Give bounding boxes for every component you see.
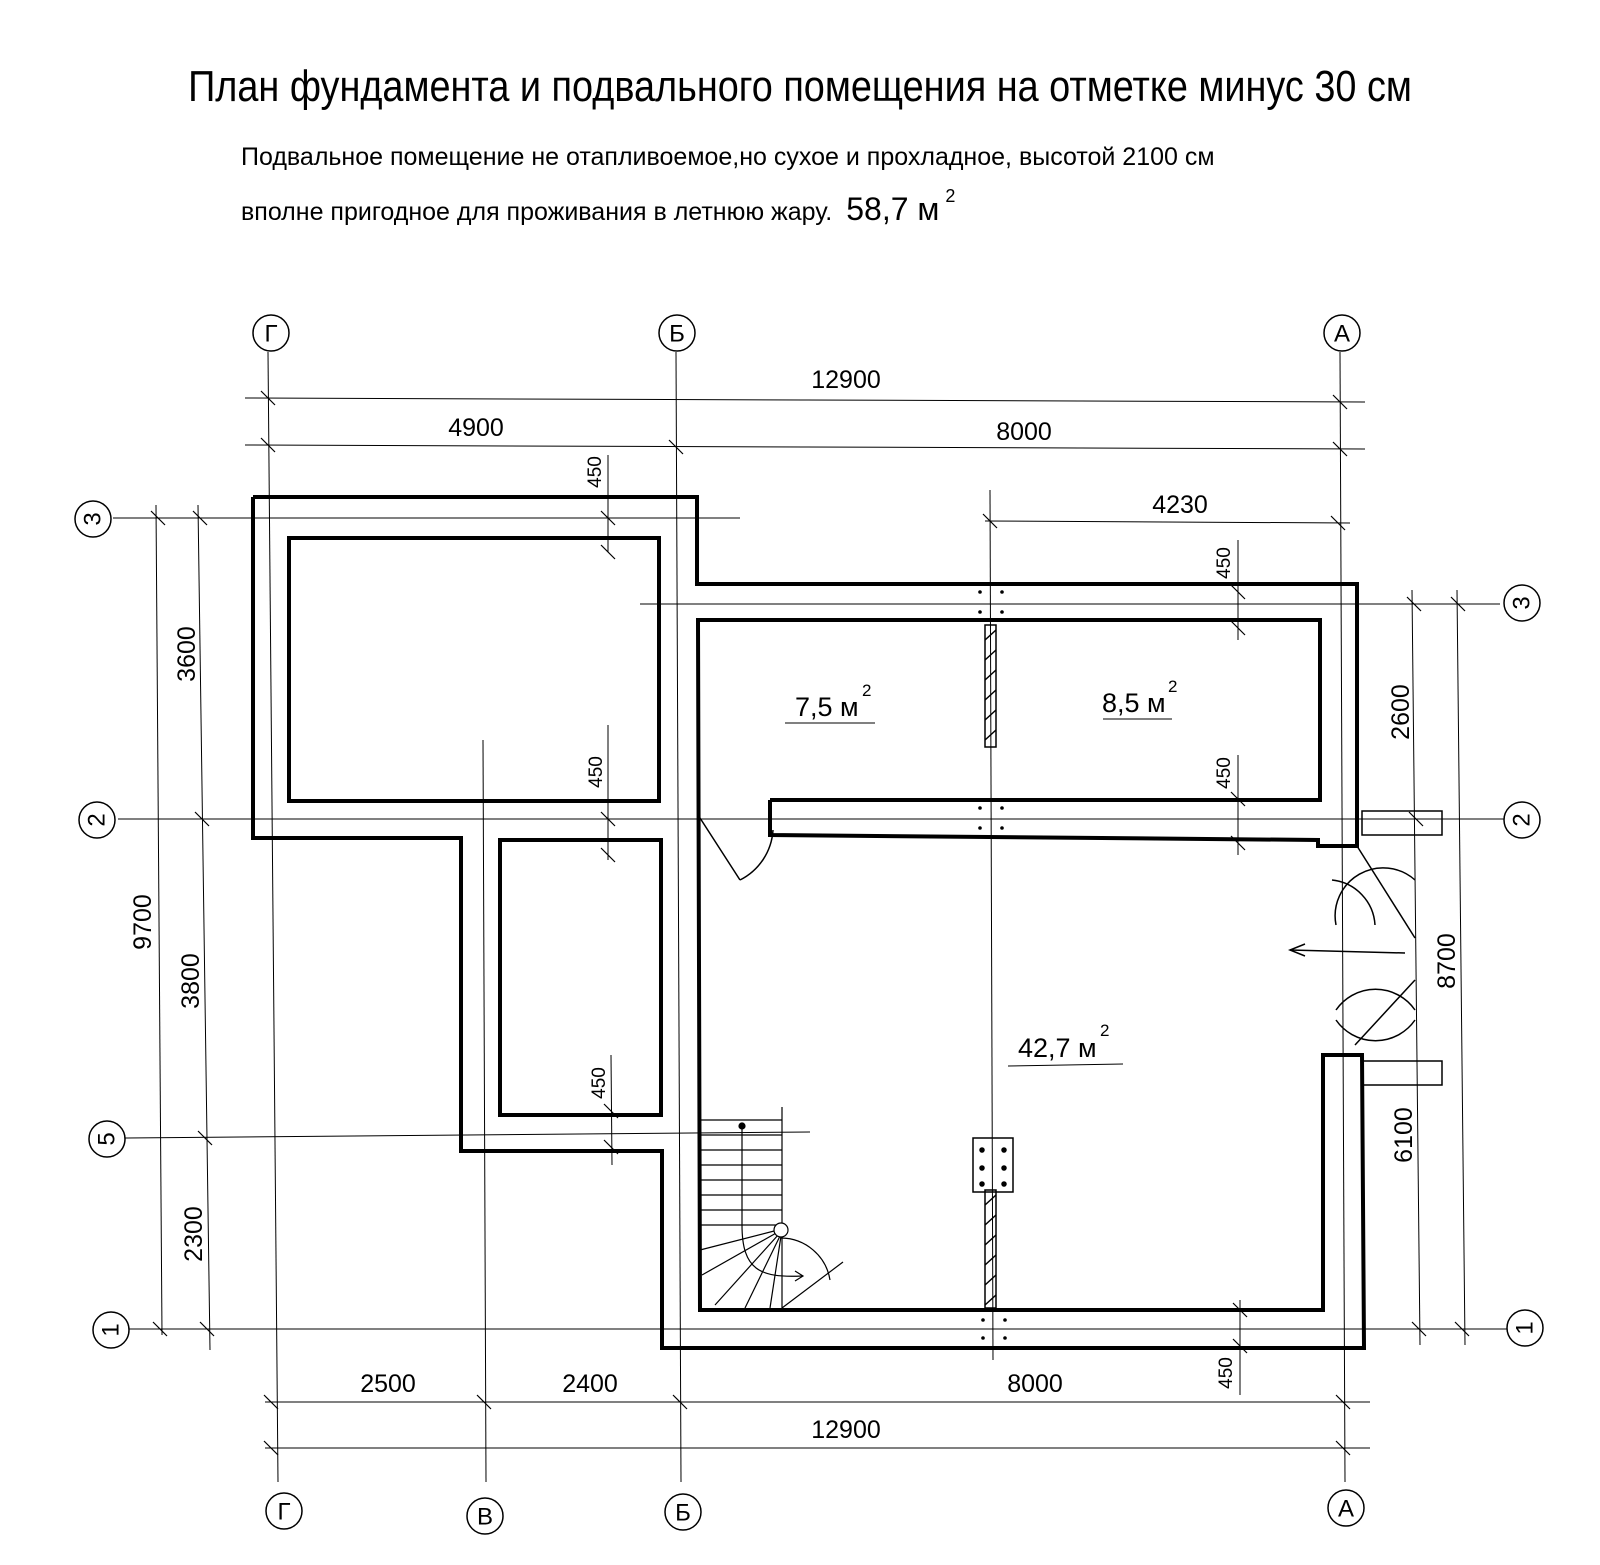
dim-left-2300: 2300 (180, 1206, 208, 1262)
axis-a-top: А (1334, 321, 1350, 348)
room-area-8-5: 8,5 м (1102, 688, 1166, 718)
dim-wall-450-1: 450 (585, 456, 606, 488)
axis-bubble-labels: Г Б А Г В Б А 3 2 5 1 3 2 1 (80, 321, 1539, 1531)
axis-a-bottom: А (1338, 1496, 1354, 1523)
pile-dots (978, 590, 1007, 1340)
dim-left-3600: 3600 (173, 626, 201, 682)
dim-bottom-right: 8000 (1007, 1370, 1063, 1398)
dim-top-total: 12900 (811, 366, 881, 394)
axis-row3-left: 3 (80, 512, 107, 525)
dim-right-8700: 8700 (1433, 933, 1461, 989)
dimension-labels: 12900 4900 8000 4230 2500 2400 8000 1290… (129, 366, 1461, 1444)
axis-g-bottom: Г (278, 1499, 291, 1526)
total-area-sup: 2 (945, 186, 956, 206)
dim-right-2600: 2600 (1387, 684, 1415, 740)
axis-row2-right: 2 (1509, 813, 1536, 826)
dim-wall-450-6: 450 (1216, 1357, 1237, 1389)
room-area-8-5-sup: 2 (1168, 677, 1177, 696)
total-area-value: 58,7 м (846, 191, 940, 227)
doors (699, 810, 1443, 1086)
axis-row3-right: 3 (1509, 596, 1536, 609)
walls (251, 495, 1367, 1350)
axis-row2-left: 2 (84, 813, 111, 826)
room-area-42-7-sup: 2 (1100, 1021, 1109, 1040)
axis-row5-left: 5 (94, 1132, 121, 1145)
dim-bottom-left: 2500 (360, 1370, 416, 1398)
inner-room-mid-left (498, 838, 663, 1117)
subtitle-line-1: Подвальное помещение не отапливоемое,но … (241, 143, 1215, 171)
dim-wall-450-2: 450 (586, 756, 607, 788)
axis-b-top: Б (669, 321, 685, 348)
dim-wall-450-4: 450 (1214, 547, 1235, 579)
dim-left-3800: 3800 (177, 953, 205, 1009)
dim-bottom-mid: 2400 (562, 1370, 618, 1398)
room-area-7-5-sup: 2 (862, 681, 871, 700)
dim-wall-450-3: 450 (589, 1067, 610, 1099)
dim-bottom-total: 12900 (811, 1416, 881, 1444)
room-underlines (785, 718, 1172, 1067)
dim-left-total: 9700 (129, 894, 157, 950)
dim-right-6100: 6100 (1390, 1107, 1418, 1163)
room-areas: 7,5 м 2 8,5 м 2 42,7 м 2 (795, 677, 1177, 1063)
room-area-7-5: 7,5 м (795, 692, 859, 722)
dim-wall-450-5: 450 (1214, 757, 1235, 789)
inner-room-top-left (287, 536, 661, 803)
dim-top-right: 8000 (996, 418, 1052, 446)
drawing-title: План фундамента и подвального помещения … (188, 62, 1412, 111)
room-area-42-7: 42,7 м (1018, 1033, 1097, 1063)
dim-top-left: 4900 (448, 414, 504, 442)
staircase (699, 1107, 844, 1310)
axis-lines (113, 351, 1510, 1483)
axis-v-bottom: В (477, 1504, 493, 1531)
axis-bubbles (74, 314, 1544, 1535)
subtitle-line-2-text: вполне пригодное для проживания в летнюю… (241, 198, 833, 226)
axis-row1-left: 1 (98, 1323, 125, 1336)
partition-hatch (972, 624, 1014, 1309)
dimension-lines (150, 390, 1470, 1456)
dim-top-inner: 4230 (1152, 491, 1208, 519)
axis-row1-right: 1 (1512, 1321, 1539, 1334)
subtitle-line-2: вполне пригодное для проживания в летнюю… (241, 186, 955, 228)
outer-wall-contour (253, 495, 1359, 848)
axis-b-bottom: Б (675, 1500, 691, 1527)
axis-g-top: Г (265, 321, 278, 348)
